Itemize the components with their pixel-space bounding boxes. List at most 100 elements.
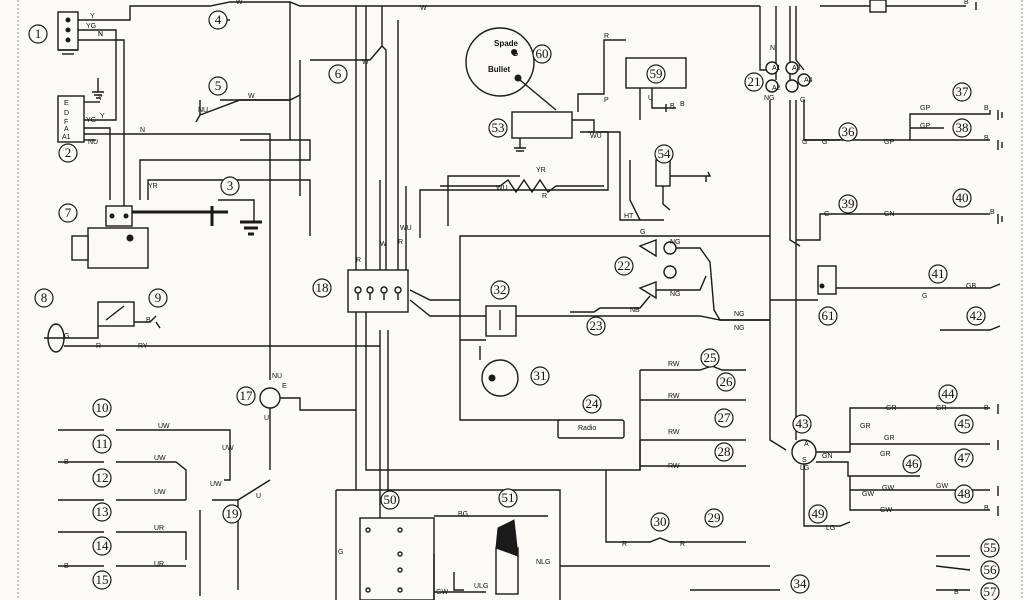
component-60-distributor (465, 27, 535, 97)
component-number-45: 45 (954, 414, 974, 434)
component-number-28: 28 (714, 442, 734, 462)
wire-code-gp-68: GP (920, 123, 930, 130)
svg-text:55: 55 (984, 540, 997, 555)
component-number-8: 8 (34, 288, 54, 308)
svg-text:30: 30 (654, 514, 667, 529)
radio-label: Radio (578, 425, 596, 432)
component-number-24: 24 (582, 394, 602, 414)
component-number-2: 2 (58, 143, 78, 163)
component-number-39: 39 (838, 194, 858, 214)
wire-code-y-0: Y (90, 13, 95, 20)
component-24-radio: Radio (557, 419, 625, 439)
wire-code-gb-72: GB (966, 283, 976, 290)
wire-code-gw-81: GW (882, 485, 894, 492)
wire-code-r-28: R (96, 343, 101, 350)
svg-text:60: 60 (536, 46, 549, 61)
svg-text:46: 46 (906, 456, 920, 471)
wire-code-nu-8: NU (88, 139, 98, 146)
wire-code-gp-67: GP (920, 105, 930, 112)
svg-text:51: 51 (502, 490, 515, 505)
component-number-54: 54 (654, 144, 674, 164)
wire-code-w-4: W (236, 0, 243, 6)
terminal-e: E (64, 100, 69, 107)
wire-code-rw-52: RW (668, 429, 680, 436)
wire-code-g-71: G (922, 293, 927, 300)
component-number-6: 6 (328, 64, 348, 84)
component-number-48: 48 (954, 484, 974, 504)
wire-code-r-20: R (542, 193, 547, 200)
wire-code-b-91: B (984, 505, 989, 512)
wire-code-b-85: B (680, 101, 685, 108)
component-number-55: 55 (980, 538, 1000, 558)
top-right-lamp (869, 0, 887, 13)
wire-code-ng-48: NG (734, 311, 745, 318)
wire-code-ur-43: UR (154, 561, 164, 568)
component-number-36: 36 (838, 122, 858, 142)
svg-text:34: 34 (794, 576, 808, 591)
wire-code-ng-62: NG (764, 95, 775, 102)
svg-text:53: 53 (492, 120, 505, 135)
component-number-3: 3 (220, 176, 240, 196)
g-label: G (512, 49, 518, 58)
svg-text:9: 9 (155, 290, 162, 305)
wire-code-gr-73: GR (860, 423, 871, 430)
wire-code-s-94: S (802, 457, 807, 464)
wire-code-uw-35: UW (222, 445, 234, 452)
wire-code-ng-49: NG (734, 325, 745, 332)
component-9-fuel-gauge (97, 301, 135, 327)
component-54-plug (655, 159, 671, 211)
component-number-1: 1 (28, 24, 48, 44)
terminal-a: A (64, 126, 69, 133)
wire-code-ulg-59: ULG (474, 583, 488, 590)
wire-code-gp-66: GP (884, 139, 894, 146)
component-61-stop-switch (817, 265, 837, 295)
component-number-57: 57 (980, 582, 1000, 600)
svg-text:28: 28 (718, 444, 731, 459)
svg-text:61: 61 (822, 308, 835, 323)
wire-code-b-87: B (984, 105, 989, 112)
svg-text:56: 56 (984, 562, 998, 577)
component-number-49: 49 (808, 504, 828, 524)
component-1-regulator-plug (57, 11, 79, 55)
component-21-connector (765, 61, 811, 93)
wire-code-gr-77: GR (880, 451, 891, 458)
wire-code-ng-46: NG (670, 291, 681, 298)
svg-text:39: 39 (842, 196, 855, 211)
svg-text:38: 38 (956, 120, 969, 135)
svg-text:40: 40 (956, 190, 969, 205)
wire-code-lg-79: LG (800, 465, 809, 472)
svg-text:42: 42 (970, 308, 983, 323)
wire-code-nlg-60: NLG (536, 559, 550, 566)
svg-text:37: 37 (956, 84, 970, 99)
component-32-pump-switch (485, 305, 517, 337)
wire-code-yg-1: YG (86, 23, 96, 30)
wire-code-g-44: G (640, 229, 645, 236)
svg-text:25: 25 (704, 350, 717, 365)
wire-code-gr-74: GR (886, 405, 897, 412)
bullet-label: Bullet (488, 65, 511, 74)
component-number-9: 9 (148, 288, 168, 308)
component-number-44: 44 (938, 384, 958, 404)
component-number-13: 13 (92, 502, 112, 522)
wire-code-gr-76: GR (884, 435, 895, 442)
component-number-43: 43 (792, 414, 812, 434)
component-number-25: 25 (700, 348, 720, 368)
wire-code-gw-58: GW (436, 589, 448, 596)
wire-code-uw-37: UW (154, 455, 166, 462)
wire-code-uw-34: UW (158, 423, 170, 430)
wire-code-rw-53: RW (668, 463, 680, 470)
wire-code-bg-56: BG (458, 511, 468, 518)
svg-text:11: 11 (96, 436, 109, 451)
wire-code-gr-75: GR (936, 405, 947, 412)
wire-code-lg-84: LG (826, 525, 835, 532)
svg-text:I: I (210, 207, 212, 214)
component-number-47: 47 (954, 448, 974, 468)
wire-code-gw-80: GW (862, 491, 874, 498)
component-number-21: 21 (744, 72, 764, 92)
wire-code-gn-78: GN (822, 453, 833, 460)
component-number-51: 51 (498, 488, 518, 508)
wire-code-g-63: G (800, 97, 805, 104)
component-17-flasher-unit (259, 387, 281, 409)
wire-code-gn-70: GN (884, 211, 895, 218)
